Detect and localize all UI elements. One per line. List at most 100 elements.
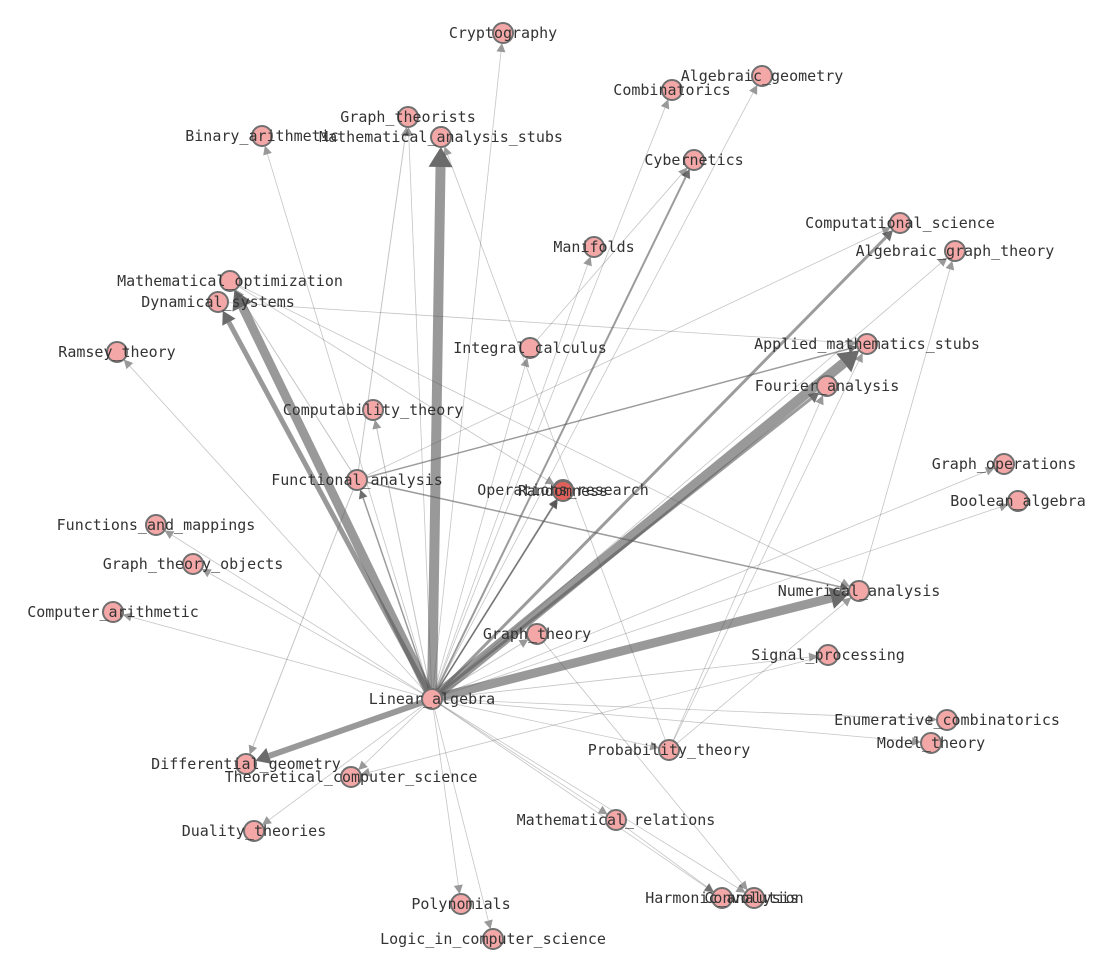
edge-line [227, 302, 849, 344]
node-applied_math_stubs[interactable] [856, 333, 878, 355]
node-label-polynomials: Polynomials [411, 895, 510, 913]
node-logic_in_cs[interactable] [482, 928, 504, 950]
node-randomness[interactable] [552, 480, 574, 502]
node-duality_theories[interactable] [243, 820, 265, 842]
edge-functional_analysis-to-computational_science [365, 227, 891, 477]
edge-arrowhead [549, 498, 558, 509]
node-ramsey_theory[interactable] [106, 341, 128, 363]
edge-line [238, 285, 843, 583]
edge-linear_algebra-to-algebraic_geometry [436, 84, 758, 691]
edge-math_optimization-to-operations_research [238, 285, 555, 485]
node-graph_theory[interactable] [526, 623, 548, 645]
edge-linear_algebra-to-convolution [440, 703, 746, 893]
node-model_theory[interactable] [920, 732, 942, 754]
edge-arrowhead [704, 883, 714, 893]
edge-dynamical_systems-to-applied_math_stubs [227, 302, 858, 348]
edge-line [269, 704, 425, 821]
node-algebraic_graph_theory[interactable] [944, 240, 966, 262]
node-probability_theory[interactable] [658, 739, 680, 761]
node-polynomials[interactable] [450, 893, 472, 915]
edge-arrowhead [927, 714, 938, 724]
node-label-math_optimization: Mathematical_optimization [117, 272, 343, 290]
node-label-harmonic_analysis: Harmonic_analysis [645, 889, 799, 907]
edge-line [441, 470, 987, 696]
node-dynamical_systems[interactable] [207, 291, 229, 313]
node-differential_geometry[interactable] [235, 753, 257, 775]
edge-arrowhead [428, 146, 453, 168]
node-label-enumerative_combinatorics: Enumerative_combinatorics [834, 711, 1060, 729]
node-binary_arithmetic[interactable] [251, 125, 273, 147]
edge-arrowhead [735, 884, 746, 893]
node-label-graph_operations: Graph_operations [932, 455, 1077, 473]
node-harmonic_analysis[interactable] [711, 887, 733, 909]
node-functional_analysis[interactable] [346, 469, 368, 491]
edge-line [536, 174, 682, 341]
node-computational_science[interactable] [889, 212, 911, 234]
edge-linear_algebra-to-functional_analysis [358, 489, 430, 690]
node-label-graph_theory_objects: Graph_theory_objects [103, 555, 284, 573]
nodes-layer [102, 22, 1029, 950]
edge-linear_algebra-to-cryptography [432, 42, 506, 690]
edge-arrowhead [123, 359, 134, 370]
edge-line [439, 263, 941, 693]
edge-arrowhead [597, 805, 608, 815]
edge-arrowhead [808, 652, 819, 662]
edge-numerical_analysis-to-algebraic_graph_theory [861, 260, 955, 582]
edge-arrowhead [520, 357, 530, 368]
edge-line [440, 703, 739, 889]
node-math_optimization[interactable] [219, 270, 241, 292]
node-cybernetics[interactable] [683, 149, 705, 171]
edge-linear_algebra-to-graph_theory_objects [201, 568, 424, 695]
node-graph_theory_objects[interactable] [182, 553, 204, 575]
node-algebraic_geometry[interactable] [751, 65, 773, 87]
edge-line [672, 403, 820, 741]
node-integral_calculus[interactable] [519, 337, 541, 359]
edge-line [365, 230, 883, 477]
node-combinatorics[interactable] [661, 79, 683, 101]
edge-line [433, 708, 459, 886]
node-signal_processing[interactable] [817, 644, 839, 666]
edge-line [441, 656, 810, 699]
node-graph_operations[interactable] [993, 453, 1015, 475]
edge-line [427, 166, 446, 690]
node-numerical_analysis[interactable] [848, 580, 870, 602]
edge-linear_algebra-to-enumerative_combinatorics [441, 699, 938, 724]
edge-linear_algebra-to-computer_arithmetic [122, 612, 423, 697]
edge-arrowhead [839, 578, 851, 587]
node-computer_arithmetic[interactable] [102, 601, 124, 623]
edge-arrowhead [201, 568, 212, 578]
node-manifolds[interactable] [583, 236, 605, 258]
node-theoretical_cs[interactable] [340, 766, 362, 788]
edge-line [131, 616, 423, 697]
node-computability_theory[interactable] [362, 399, 384, 421]
edge-linear_algebra-to-math_optimization [232, 290, 432, 692]
edge-arrowhead [263, 145, 272, 156]
edge-line [209, 572, 424, 695]
edge-linear_algebra-to-logic_in_cs [434, 708, 493, 930]
node-label-functional_analysis: Functional_analysis [271, 471, 443, 489]
node-mathematical_relations[interactable] [605, 809, 627, 831]
edge-arrowhead [164, 530, 175, 539]
node-math_analysis_stubs[interactable] [430, 126, 452, 148]
node-linear_algebra[interactable] [421, 688, 443, 710]
node-enumerative_combinatorics[interactable] [936, 709, 958, 731]
node-label-probability_theory: Probability_theory [588, 741, 751, 759]
node-cryptography[interactable] [492, 22, 514, 44]
node-convolution[interactable] [743, 887, 765, 909]
edge-linear_algebra-to-functions_and_mappings [164, 530, 424, 695]
edge-mathematical_relations-to-harmonic_analysis [623, 825, 714, 893]
node-boolean_algebra[interactable] [1007, 490, 1029, 512]
edge-line [436, 92, 754, 691]
edge-line [357, 135, 406, 471]
edge-line [364, 705, 426, 765]
edge-line [362, 497, 430, 690]
edge-linear_algebra-to-polynomials [433, 708, 463, 895]
node-fourier_analysis[interactable] [816, 375, 838, 397]
node-label-duality_theories: Duality_theories [182, 822, 327, 840]
node-graph_theorists[interactable] [397, 106, 419, 128]
edge-line [436, 505, 554, 691]
edge-functional_analysis-to-applied_math_stubs [366, 344, 858, 479]
edge-linear_algebra-to-manifolds [434, 256, 592, 690]
node-functions_and_mappings[interactable] [145, 514, 167, 536]
